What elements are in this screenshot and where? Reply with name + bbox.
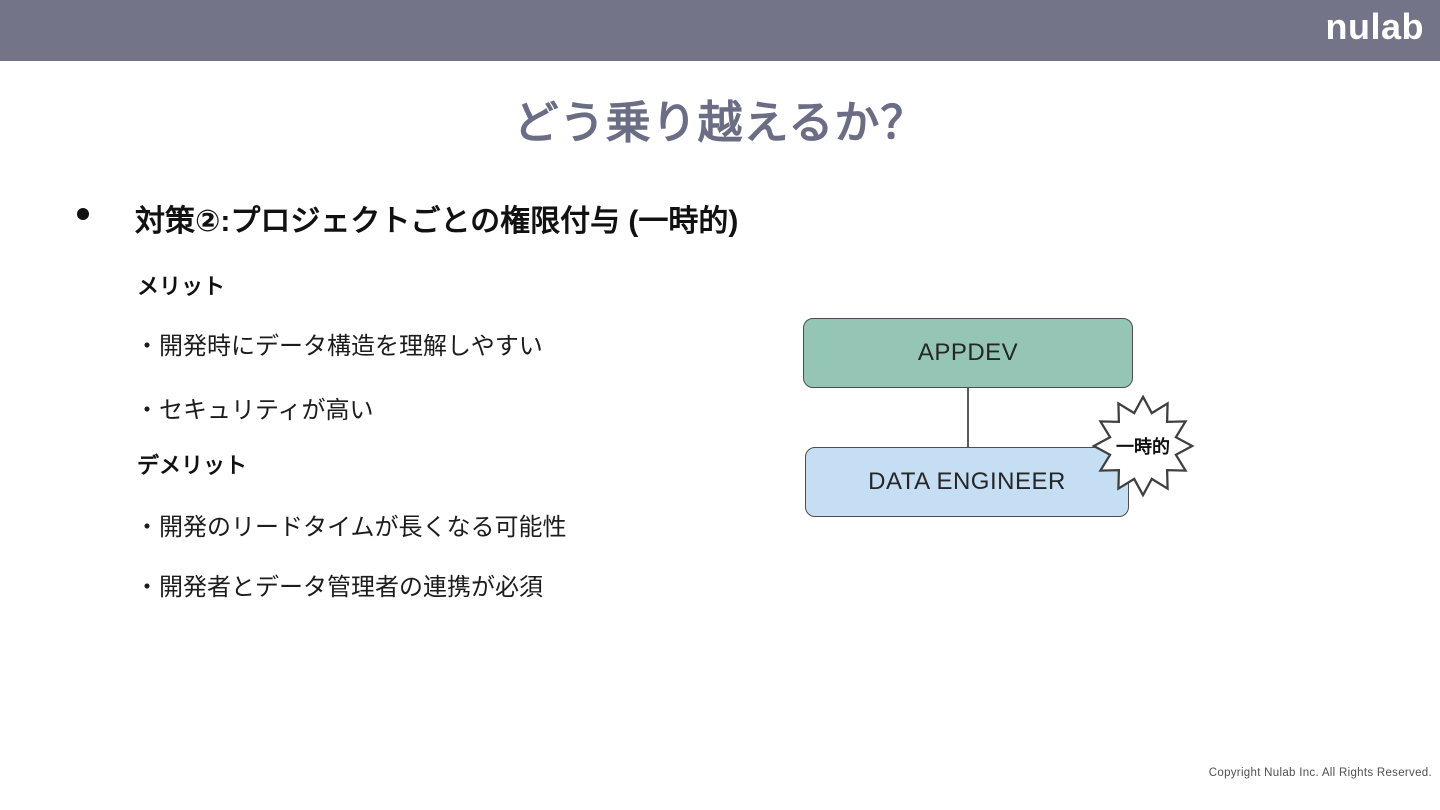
header-bar: nulab xyxy=(0,0,1440,61)
diagram-connector-line xyxy=(967,388,969,447)
bullet-dot-icon xyxy=(77,208,89,220)
page-title: どう乗り越えるか？ xyxy=(513,97,927,148)
starburst-icon xyxy=(1091,394,1195,498)
burst-shape: 一時的 xyxy=(1091,394,1195,498)
diagram-box-appdev: APPDEV xyxy=(803,318,1133,388)
demerit-item: ・開発者とデータ管理者の連携が必須 xyxy=(135,574,543,601)
merit-item: ・セキュリティが高い xyxy=(135,397,374,424)
copyright-text: Copyright Nulab Inc. All Rights Reserved… xyxy=(1208,767,1432,779)
diagram-box-data-engineer: DATA ENGINEER xyxy=(805,447,1129,517)
nulab-logo: nulab xyxy=(1325,6,1424,47)
demerit-heading: デメリット xyxy=(137,453,248,478)
diagram-box-data-engineer-label: DATA ENGINEER xyxy=(868,468,1066,495)
bullet-heading: 対策②:プロジェクトごとの権限付与 (一時的) xyxy=(135,205,739,238)
demerit-item: ・開発のリードタイムが長くなる可能性 xyxy=(135,514,567,541)
merit-heading: メリット xyxy=(137,274,226,299)
merit-item: ・開発時にデータ構造を理解しやすい xyxy=(135,333,543,360)
diagram-box-appdev-label: APPDEV xyxy=(917,339,1019,366)
burst-label: 一時的 xyxy=(1116,437,1170,457)
